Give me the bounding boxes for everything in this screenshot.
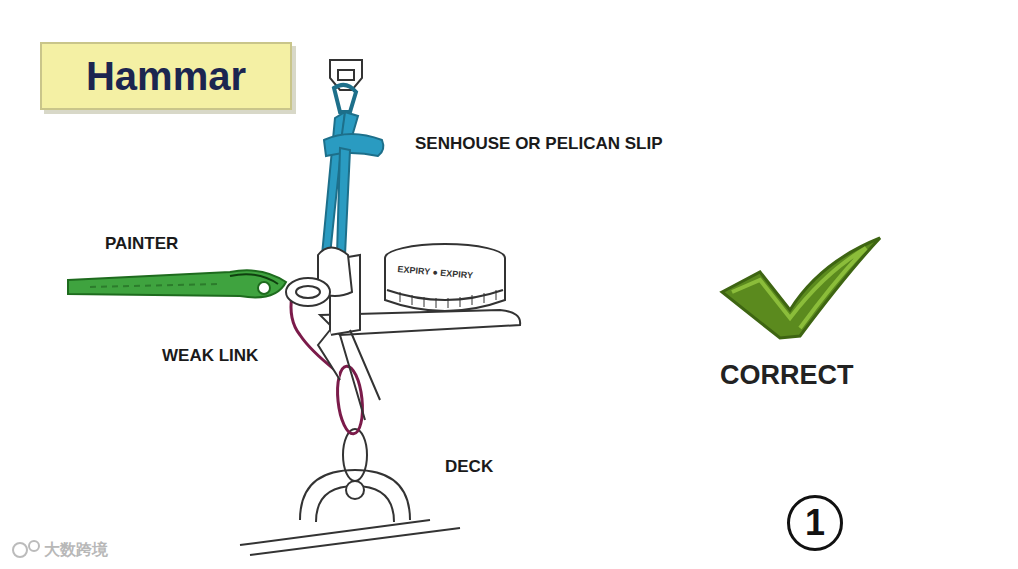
callout-number: 1 bbox=[787, 495, 843, 551]
part-label: WEAK LINK bbox=[162, 346, 258, 366]
part-label: SENHOUSE OR PELICAN SLIP bbox=[415, 134, 662, 154]
part-label: DECK bbox=[445, 457, 493, 477]
callout-text: 1 bbox=[805, 502, 825, 544]
status-label: CORRECT bbox=[720, 360, 854, 391]
part-label: PAINTER bbox=[105, 234, 178, 254]
title-box: Hammar bbox=[40, 42, 292, 110]
title-text: Hammar bbox=[86, 54, 246, 99]
watermark: 大数跨境 bbox=[44, 540, 108, 561]
